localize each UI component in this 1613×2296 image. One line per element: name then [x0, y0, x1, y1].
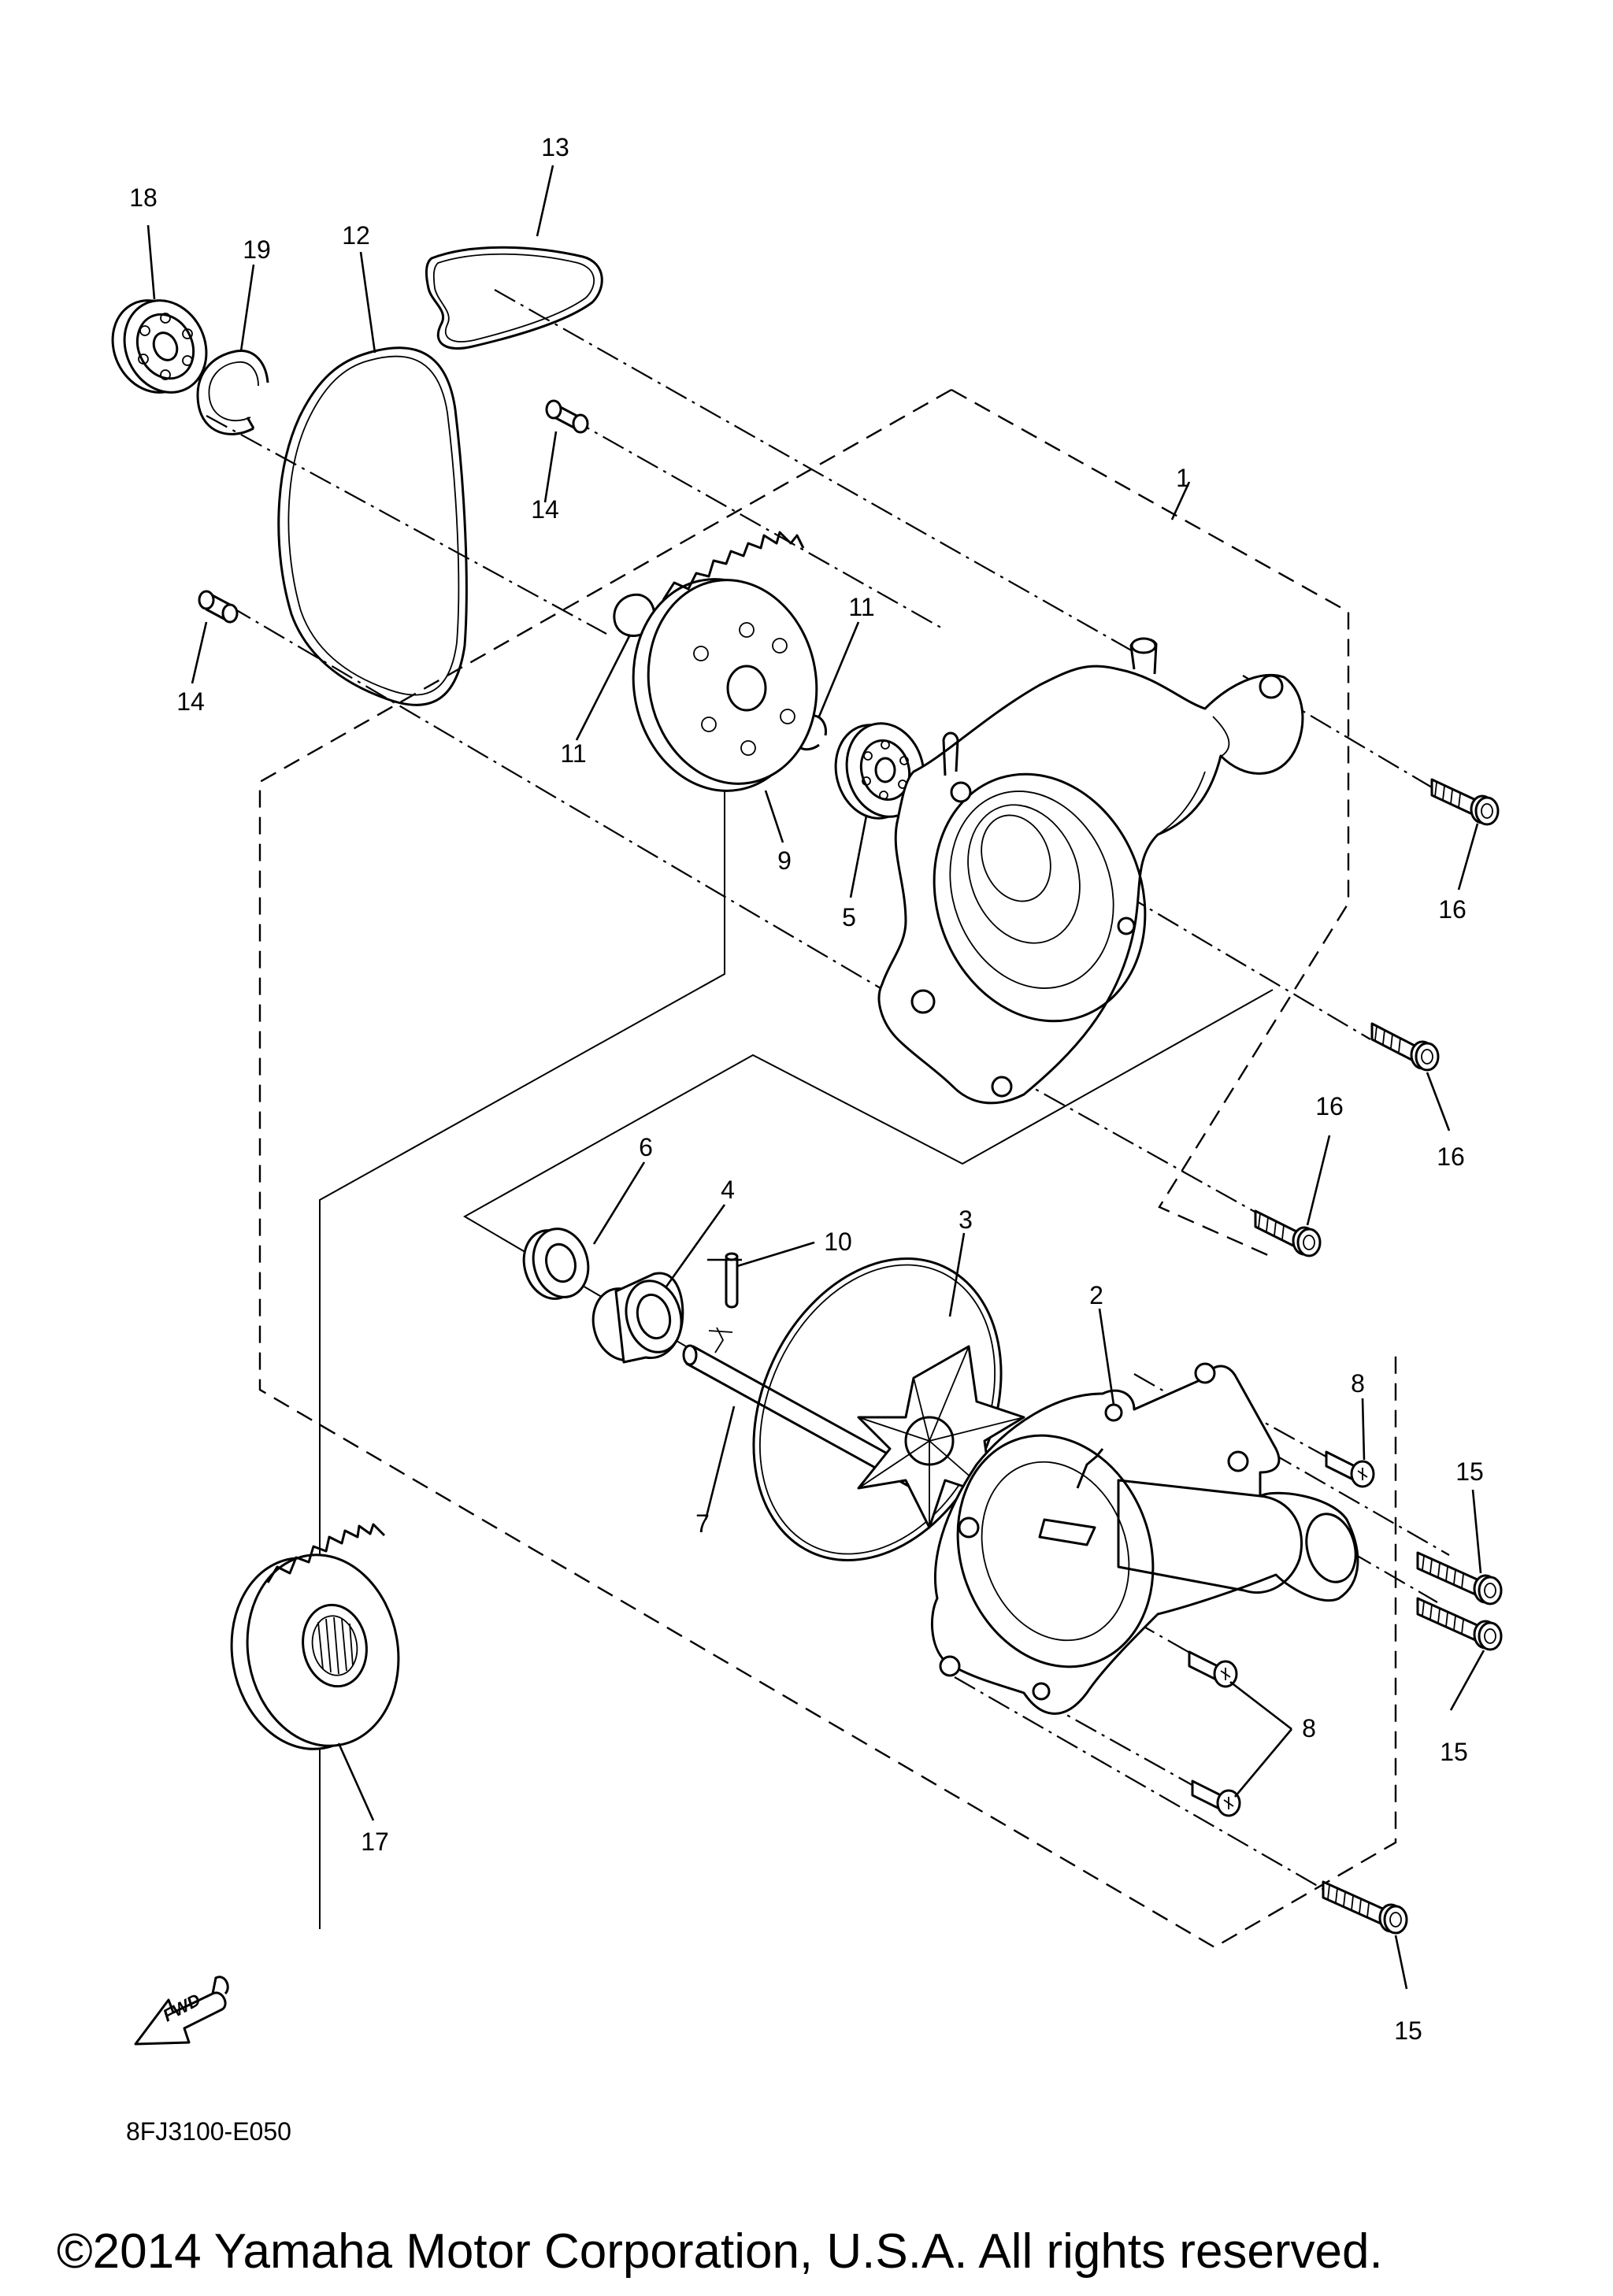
callout-16-lower: 16 [1315, 1092, 1344, 1120]
callout-8-upper: 8 [1351, 1369, 1365, 1398]
callout-numbers: 18 19 12 13 14 14 1 11 11 9 5 16 16 16 6… [129, 133, 1484, 2045]
callout-11-left: 11 [560, 739, 586, 768]
o-ring-12 [277, 346, 468, 706]
screw-8-middle [1188, 1650, 1238, 1688]
callout-5: 5 [842, 903, 856, 931]
callout-17: 17 [361, 1828, 389, 1856]
forward-direction-icon: FWD [134, 1976, 229, 2046]
pin-10 [725, 1252, 739, 1309]
gasket-13 [425, 246, 603, 350]
callout-13: 13 [541, 133, 569, 161]
bolt-16-middle [1370, 1022, 1440, 1072]
callout-6: 6 [639, 1133, 653, 1161]
leader-lines [146, 165, 1485, 1990]
callout-9: 9 [777, 846, 792, 875]
callout-15-upper: 15 [1455, 1457, 1484, 1486]
bolt-15-middle [1416, 1597, 1503, 1651]
callout-7: 7 [695, 1509, 710, 1538]
callout-19: 19 [243, 235, 271, 264]
callout-16-middle: 16 [1437, 1142, 1465, 1171]
callout-12: 12 [342, 221, 370, 250]
mechanical-seal-4 [591, 1272, 684, 1364]
callout-1: 1 [1176, 464, 1190, 492]
bolt-15-upper [1416, 1551, 1503, 1605]
callout-8-lower: 8 [1302, 1714, 1316, 1742]
screw-8-upper [1325, 1450, 1375, 1488]
callout-14-upper: 14 [531, 495, 559, 524]
bearing-18 [111, 299, 208, 394]
callout-16-upper: 16 [1438, 895, 1467, 924]
callout-10: 10 [824, 1228, 852, 1256]
gear-17 [230, 1523, 400, 1750]
callout-15-middle: 15 [1440, 1738, 1468, 1766]
water-pump-housing-1 [877, 637, 1304, 1105]
bolt-16-upper [1430, 778, 1500, 826]
oil-seal-6 [522, 1228, 590, 1300]
callout-2: 2 [1089, 1281, 1103, 1309]
callout-3: 3 [959, 1205, 973, 1234]
copyright-notice: ©2014 Yamaha Motor Corporation, U.S.A. A… [57, 2224, 1383, 2279]
callout-4: 4 [721, 1176, 735, 1204]
diagram-code: 8FJ3100-E050 [126, 2117, 291, 2146]
dowel-pin-14-lower [198, 590, 239, 624]
callout-14-lower: 14 [176, 687, 205, 716]
dowel-pin-14-upper [545, 399, 589, 434]
screw-8-lower [1191, 1779, 1241, 1817]
callout-18: 18 [129, 183, 158, 212]
circlip-19 [196, 350, 269, 435]
bolt-16-lower [1254, 1209, 1322, 1257]
callout-11-right: 11 [848, 593, 874, 621]
callout-15-lower: 15 [1394, 2016, 1422, 2045]
pump-cover-2 [930, 1362, 1359, 1715]
gear-9 [632, 531, 818, 792]
assembly-boundary-upper [258, 388, 1397, 1949]
bolt-15-lower [1322, 1880, 1408, 1935]
